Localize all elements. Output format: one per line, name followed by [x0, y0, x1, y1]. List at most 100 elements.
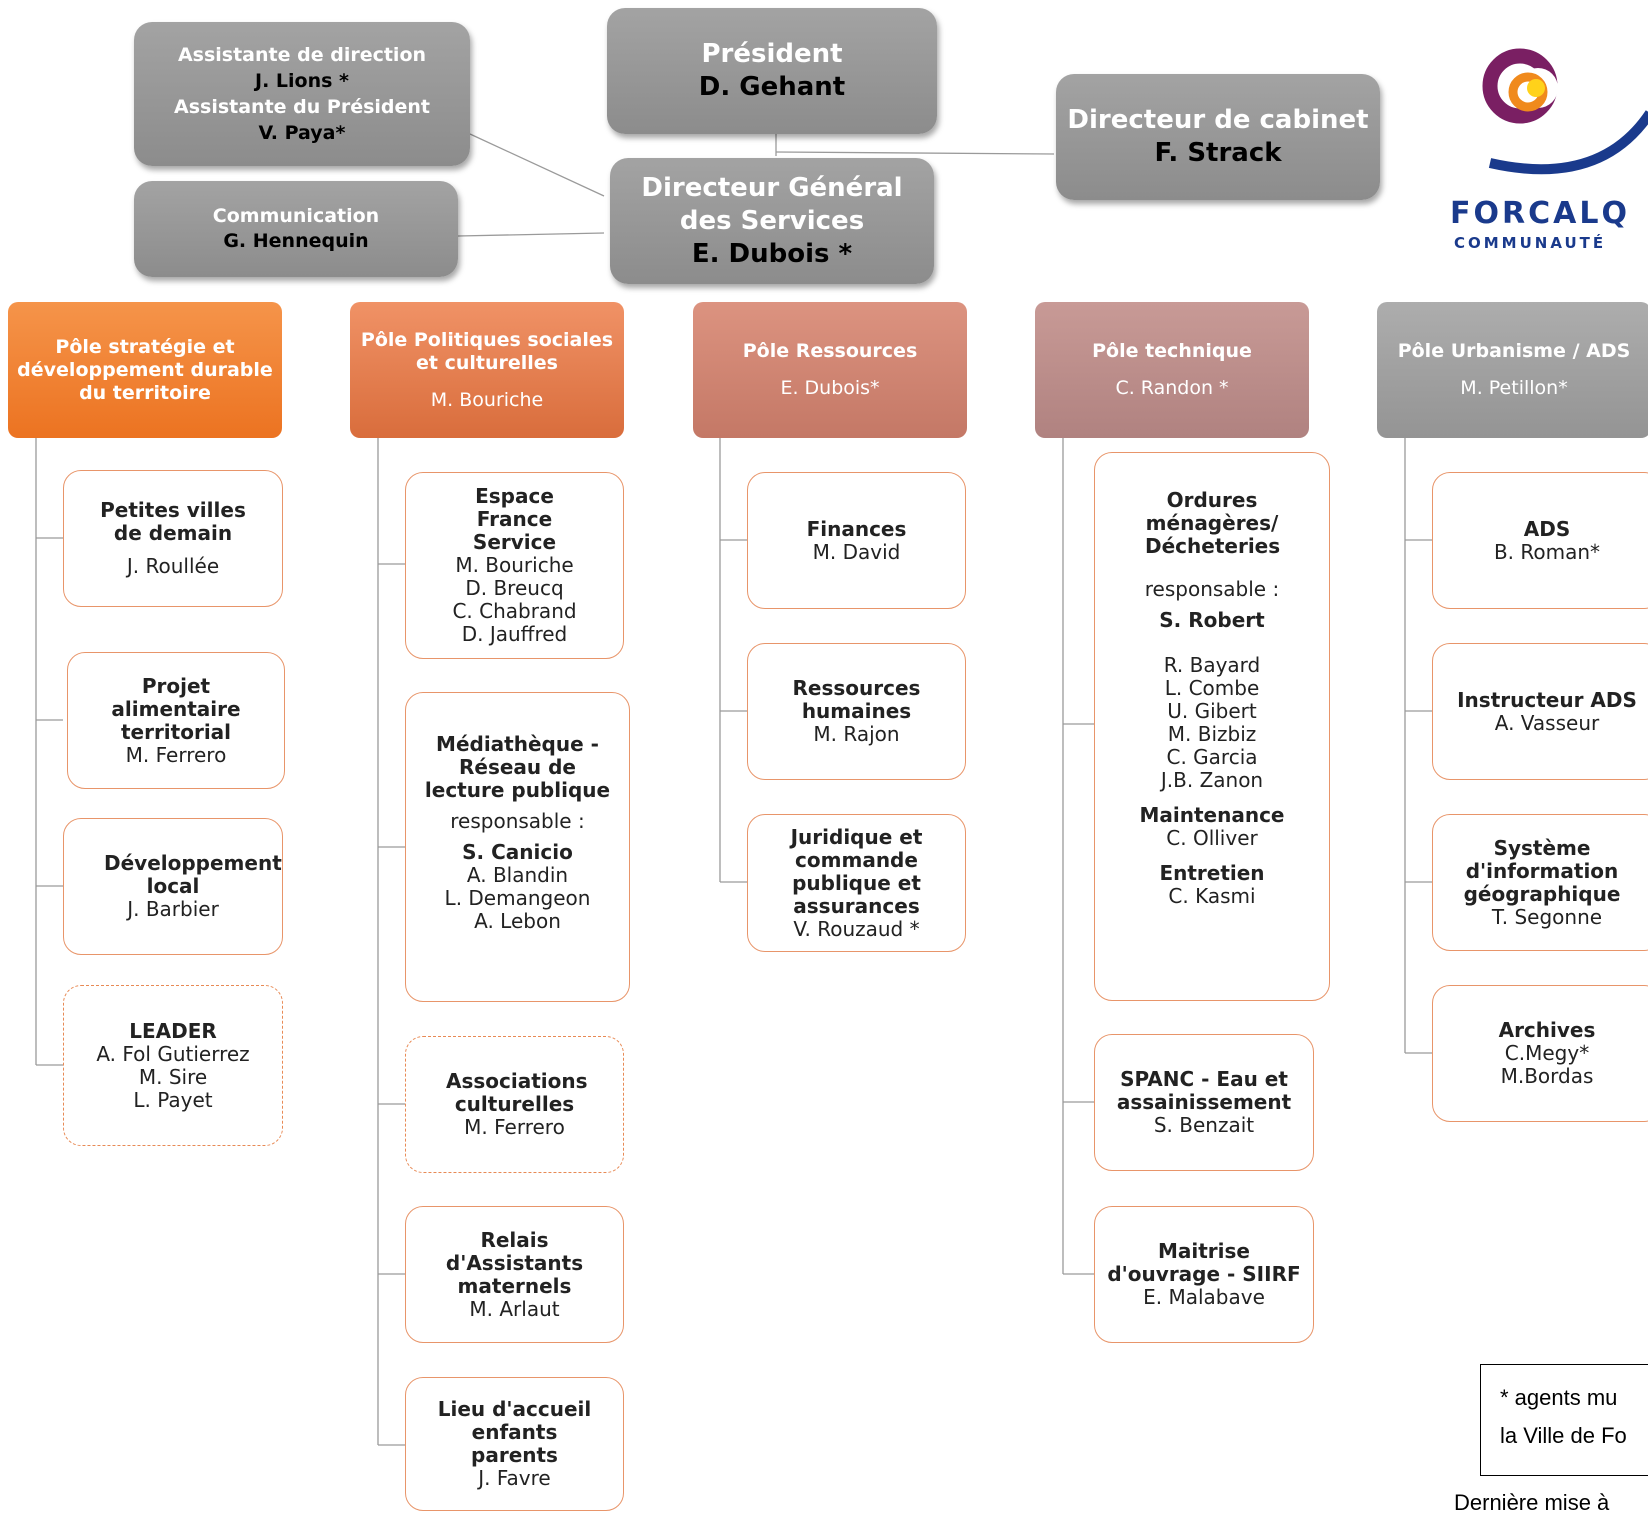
service-person: L. Payet — [133, 1087, 213, 1112]
service-person: M. Bouriche — [455, 553, 574, 577]
service-title: Ressources humaines — [792, 676, 921, 723]
service-person: S. Benzait — [1153, 1113, 1255, 1137]
service-person: V. Rouzaud * — [793, 916, 920, 941]
last-update-text: Dernière mise à — [1454, 1490, 1610, 1515]
service-title: Associations culturelles — [446, 1069, 588, 1116]
assistant-president-title: Assistante du Président — [174, 96, 430, 118]
service-person: D. Breucq — [465, 576, 564, 600]
dgs-title-line1: Directeur Général — [641, 172, 903, 203]
service-card: Relais d'Assistants maternels M. Arlaut — [405, 1206, 624, 1343]
service-person: C. Garcia — [1166, 745, 1258, 769]
service-person: M. David — [812, 539, 901, 564]
pole-urbanisme-header: Pôle Urbanisme / ADS M. Petillon* — [1377, 302, 1648, 438]
assistant-president-name: V. Paya* — [258, 122, 346, 144]
service-label: responsable : — [450, 809, 585, 833]
service-person: J.B. Zanon — [1160, 768, 1264, 792]
service-person: M. Rajon — [813, 722, 900, 746]
communication-title: Communication — [212, 205, 380, 227]
service-person: C. Chabrand — [452, 599, 577, 623]
president-box: Président D. Gehant — [607, 8, 937, 134]
service-card: Instructeur ADS A. Vasseur — [1432, 643, 1648, 780]
service-person: J. Favre — [478, 1466, 551, 1490]
service-title: Maitrise d'ouvrage - SIIRF — [1107, 1239, 1301, 1286]
pole-strategie-header: Pôle stratégie et développement durable … — [8, 302, 282, 438]
president-name: D. Gehant — [698, 72, 846, 102]
service-person: D. Jauffred — [461, 622, 568, 646]
service-person: M. Arlaut — [469, 1296, 560, 1321]
service-person: T. Segonne — [1491, 904, 1603, 929]
service-card: Ressources humaines M. Rajon — [747, 643, 966, 780]
service-title: Archives — [1498, 1018, 1596, 1042]
pole-technique-header: Pôle technique C. Randon * — [1035, 302, 1309, 438]
service-title: Ordures ménagères/ Décheteries — [1145, 488, 1281, 558]
service-person: B. Roman* — [1493, 539, 1601, 564]
dgs-box: Directeur Général des Services E. Dubois… — [610, 158, 934, 284]
service-person: M. Ferrero — [125, 742, 227, 767]
service-person: U. Gibert — [1167, 699, 1257, 723]
pole-politiques-header: Pôle Politiques sociales et culturelles … — [350, 302, 624, 438]
service-person: A. Blandin — [466, 863, 569, 887]
service-card: Associations culturelles M. Ferrero — [405, 1036, 624, 1173]
connector-line — [457, 232, 605, 237]
service-card: Maitrise d'ouvrage - SIIRF E. Malabave — [1094, 1206, 1314, 1343]
cabinet-box: Directeur de cabinet F. Strack — [1056, 74, 1380, 200]
service-card: Médiathèque - Réseau de lecture publique… — [405, 692, 630, 1002]
service-title: Relais d'Assistants maternels — [445, 1227, 584, 1298]
service-title: SPANC - Eau et assainissement — [1116, 1067, 1292, 1114]
service-card: Archives C.Megy* M.Bordas — [1432, 985, 1648, 1122]
service-title: Espace France Service — [472, 484, 557, 554]
pole-name: Pôle Urbanisme / ADS — [1397, 340, 1631, 362]
service-card: Petites villes de demain J. Roullée — [63, 470, 283, 607]
pole-name: Pôle Politiques sociales et culturelles — [360, 328, 614, 374]
forcalquier-logo: FORCALQ COMMUNAUTÉ — [1450, 28, 1648, 258]
assistants-box: Assistante de direction J. Lions * Assis… — [134, 22, 470, 166]
service-title: Instructeur ADS — [1457, 687, 1637, 712]
cabinet-name: F. Strack — [1154, 138, 1282, 168]
service-title: ADS — [1523, 516, 1571, 541]
service-person: C. Kasmi — [1168, 884, 1256, 908]
sub-service-title: Maintenance — [1139, 803, 1285, 827]
pole-name: Pôle stratégie et développement durable … — [17, 335, 273, 404]
service-title: Développement local — [104, 851, 282, 898]
pole-head: M. Bouriche — [430, 388, 544, 411]
communication-name: G. Hennequin — [223, 230, 369, 252]
service-title: Lieu d'accueil enfants parents — [437, 1397, 592, 1467]
service-title: Petites villes de demain — [100, 498, 246, 545]
communication-box: Communication G. Hennequin — [134, 181, 458, 277]
service-person: C. Olliver — [1166, 826, 1258, 850]
service-person: L. Combe — [1164, 676, 1260, 700]
service-card: Projet alimentaire territorial M. Ferrer… — [67, 652, 285, 789]
service-card-leader: LEADER A. Fol Gutierrez M. Sire L. Payet — [63, 985, 283, 1146]
service-card: Système d'information géographique T. Se… — [1432, 814, 1648, 951]
service-title: Système d'information géographique — [1463, 835, 1621, 906]
logo-name: FORCALQ — [1450, 196, 1630, 231]
service-person: L. Demangeon — [444, 886, 591, 910]
assistant-direction-name: J. Lions * — [255, 70, 349, 92]
service-card: Ordures ménagères/ Décheteries responsab… — [1094, 452, 1330, 1001]
pole-ressources-header: Pôle Ressources E. Dubois* — [693, 302, 967, 438]
service-label: responsable : — [1144, 577, 1280, 601]
service-title: Médiathèque - Réseau de lecture publique — [424, 732, 611, 802]
service-card: Développement local J. Barbier — [63, 818, 283, 955]
cabinet-title: Directeur de cabinet — [1067, 105, 1369, 135]
footnote-line: * agents mu — [1500, 1385, 1618, 1410]
assistant-direction-title: Assistante de direction — [177, 44, 427, 66]
connector-line — [775, 151, 1055, 155]
service-card: ADS B. Roman* — [1432, 472, 1648, 609]
service-person: M. Sire — [138, 1064, 208, 1089]
pole-head: C. Randon * — [1115, 377, 1229, 399]
service-lead: S. Robert — [1159, 608, 1265, 632]
service-person: M.Bordas — [1500, 1064, 1594, 1088]
service-person: J. Barbier — [127, 897, 219, 921]
service-person: E. Malabave — [1143, 1285, 1265, 1309]
service-card: Finances M. David — [747, 472, 966, 609]
service-card: Espace France Service M. Bouriche D. Bre… — [405, 472, 624, 659]
service-person: A. Fol Gutierrez — [96, 1041, 250, 1066]
pole-name: Pôle technique — [1092, 340, 1252, 362]
dgs-title-line2: des Services — [679, 205, 865, 236]
connector-line — [469, 133, 605, 197]
logo-subtitle: COMMUNAUTÉ — [1454, 234, 1607, 252]
dgs-name: E. Dubois * — [691, 238, 853, 269]
